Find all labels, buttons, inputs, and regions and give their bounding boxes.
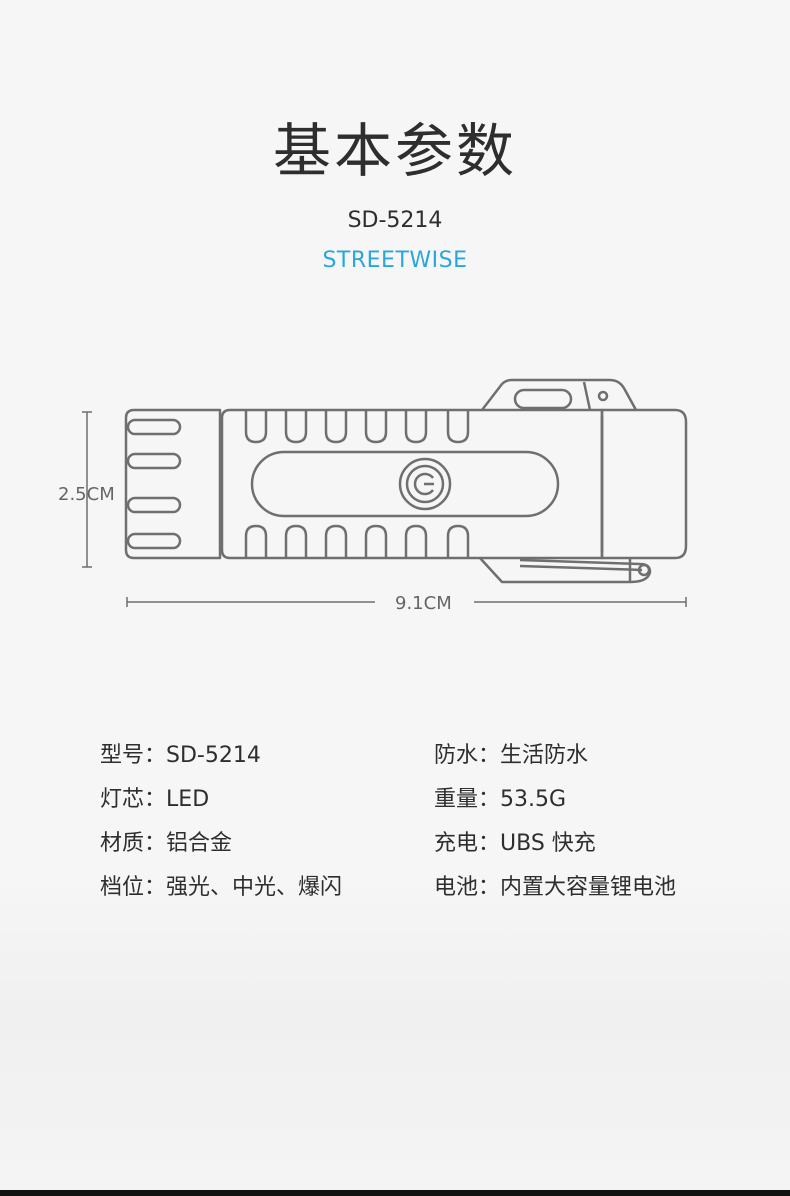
tail-cap xyxy=(600,408,688,560)
center-panel xyxy=(250,450,560,518)
spec-label: 型号 xyxy=(100,743,145,768)
spec-item-model: 型号：SD-5214 xyxy=(100,737,261,769)
spec-value: 生活防水 xyxy=(500,743,589,768)
spec-value: 铝合金 xyxy=(166,831,233,856)
spec-separator: ： xyxy=(478,831,501,856)
spec-separator: ： xyxy=(144,743,167,768)
spec-value: SD-5214 xyxy=(166,743,261,768)
length-label: 9.1CM xyxy=(395,593,452,614)
spec-label: 材质 xyxy=(100,831,145,856)
length-dimension-line xyxy=(126,597,687,607)
power-button-icon[interactable] xyxy=(398,457,452,511)
page-title: 基本参数 xyxy=(272,117,517,185)
bottom-bar xyxy=(0,1190,790,1196)
lighter-top xyxy=(481,378,638,411)
bottom-ribs xyxy=(244,524,470,558)
spec-separator: ： xyxy=(478,787,501,812)
brand-name: STREETWISE xyxy=(322,248,468,273)
background-wash xyxy=(0,870,790,1190)
flashlight-body xyxy=(220,408,604,560)
spec-item-charging: 充电：UBS 快充 xyxy=(434,825,596,857)
model-number: SD-5214 xyxy=(347,208,443,233)
spec-item-weight: 重量：53.5G xyxy=(434,781,566,813)
spec-label: 重量 xyxy=(434,787,479,812)
spec-value: 53.5G xyxy=(500,787,567,812)
head-grip-slots xyxy=(126,418,182,550)
flashlight-head xyxy=(124,408,222,560)
spec-item-material: 材质：铝合金 xyxy=(100,825,232,857)
spec-separator: ： xyxy=(144,831,167,856)
pocket-clip xyxy=(479,557,652,584)
spec-item-led: 灯芯：LED xyxy=(100,781,209,813)
spec-label: 灯芯 xyxy=(100,787,145,812)
spec-label: 防水 xyxy=(434,743,479,768)
product-drawing: 2.5CM 9.1CM xyxy=(58,378,688,614)
spec-value: LED xyxy=(166,787,210,812)
top-ribs xyxy=(244,410,470,444)
height-label: 2.5CM xyxy=(58,484,115,505)
spec-label: 充电 xyxy=(434,831,479,856)
spec-separator: ： xyxy=(144,787,167,812)
spec-value: UBS 快充 xyxy=(500,831,596,856)
spec-separator: ： xyxy=(478,743,501,768)
height-dimension-line xyxy=(82,411,92,568)
spec-item-waterproof: 防水：生活防水 xyxy=(434,737,588,769)
